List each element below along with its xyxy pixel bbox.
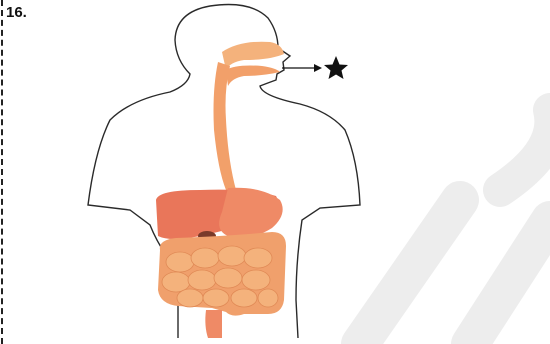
esophagus <box>214 62 237 190</box>
oral-cavity <box>226 66 280 87</box>
watermark <box>360 110 550 344</box>
small-intestine <box>162 246 278 307</box>
star-icon <box>324 56 348 79</box>
rectum <box>205 310 222 338</box>
pointer-arrow <box>282 64 322 72</box>
